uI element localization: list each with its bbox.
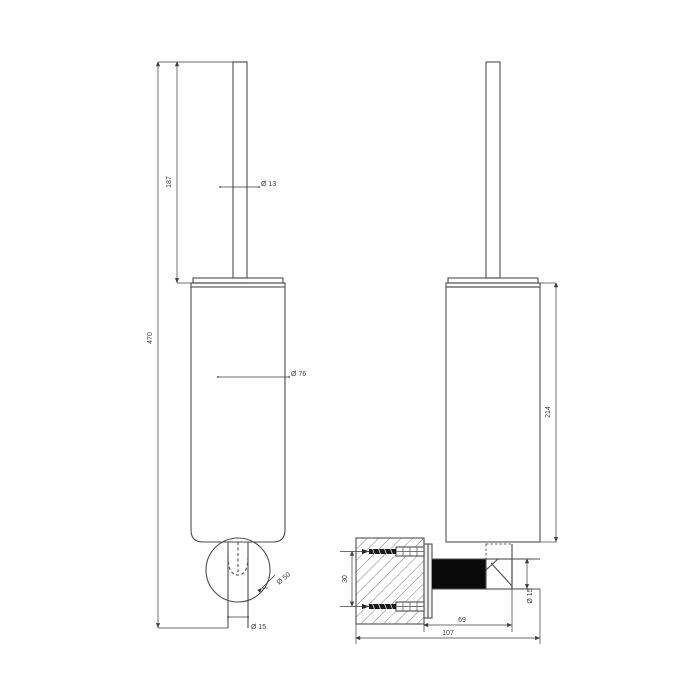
cup-lid-side (445, 277, 541, 288)
dimension-set-front (155, 61, 290, 629)
base-flange-front (205, 537, 271, 603)
label-107: 107 (442, 630, 454, 637)
dim-overall-projection (355, 589, 541, 644)
wall-anchor-lower (395, 601, 425, 612)
dim-anchor-spacing (340, 550, 369, 607)
dim-rod-diameter (512, 558, 532, 590)
bracket-joint-hidden-detail (485, 543, 513, 590)
label-187: 187 (166, 176, 173, 188)
dim-overall-height (155, 61, 228, 629)
label-214: 214 (545, 406, 552, 418)
dim-flange-diameter (257, 574, 276, 593)
support-arm-rod (432, 558, 486, 590)
dim-cup-height (540, 282, 559, 543)
brush-handle-front (232, 61, 248, 279)
label-dia-13: Ø 13 (261, 181, 276, 188)
label-dia-76: Ø 76 (291, 371, 306, 378)
cup-body-front (190, 286, 286, 543)
label-30: 30 (342, 575, 349, 583)
dimension-set-side (340, 282, 559, 644)
label-dia-15-front: Ø 15 (251, 624, 266, 631)
label-69: 69 (458, 617, 466, 624)
dim-handle-length (158, 61, 247, 284)
front-elevation-view (190, 61, 286, 628)
rod-cup-connection (511, 544, 540, 590)
wall-anchor-upper (395, 546, 425, 557)
cup-lid-front (190, 277, 286, 288)
cup-body-side (445, 286, 541, 543)
label-dia-15-side: Ø 15 (527, 588, 534, 603)
label-470: 470 (147, 332, 154, 344)
dimension-labels: 187 470 Ø 13 Ø 76 Ø 50 Ø 15 214 30 69 10… (147, 176, 552, 637)
label-dia-50: Ø 50 (276, 571, 292, 586)
side-elevation-view (355, 61, 541, 625)
base-stem-front (227, 542, 249, 628)
brush-handle-side (485, 61, 501, 279)
wall-mounting-plate (423, 543, 433, 619)
dim-bracket-projection (423, 589, 513, 632)
